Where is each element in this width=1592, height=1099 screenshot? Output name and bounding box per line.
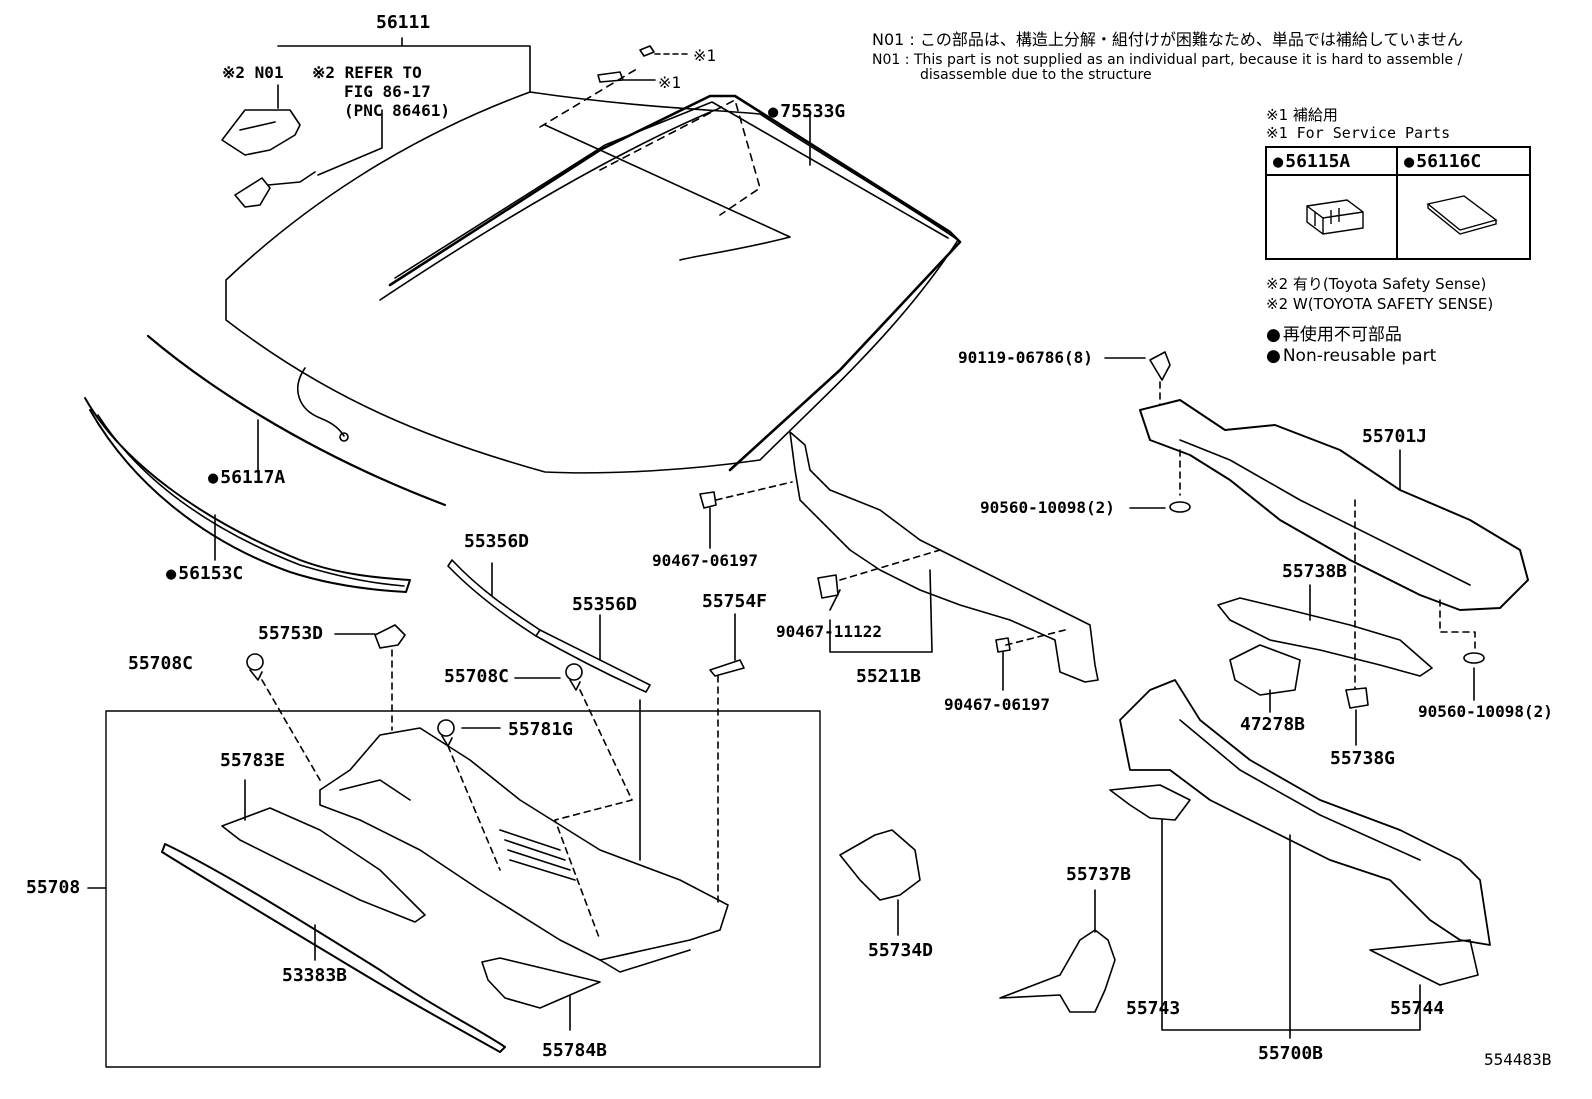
- label-55781g[interactable]: 55781G: [508, 719, 574, 740]
- bolt-90119: [1149, 351, 1171, 381]
- panel-55744: [1369, 939, 1479, 986]
- panel-55700b: [1119, 679, 1491, 946]
- windshield-dashed-area: [539, 66, 761, 216]
- cowl-louver: [319, 727, 729, 961]
- bracket-56111: [277, 37, 531, 93]
- label-55356d-a[interactable]: 55356D: [464, 531, 530, 552]
- camera-bracket: [234, 171, 316, 208]
- service-parts-table: 56115A 56116C: [1265, 146, 1531, 260]
- service-col-56115a[interactable]: 56115A: [1267, 148, 1398, 176]
- label-55708[interactable]: 55708: [26, 877, 81, 898]
- label-star1-a: ※1: [693, 46, 717, 65]
- bolt-55781g: [437, 719, 455, 737]
- windshield-glass: [225, 91, 959, 474]
- molding-75533g-inner: [394, 101, 949, 279]
- washer-90560-a: [1169, 501, 1191, 513]
- assembly-box-55708: [105, 710, 821, 1068]
- panel-55784b: [481, 957, 601, 1009]
- service-col-56116c[interactable]: 56116C: [1398, 148, 1529, 176]
- seal-53383b: [161, 843, 506, 1053]
- panel-55737b: [999, 929, 1116, 1013]
- note-n01-en-1: N01 : This part is not supplied as an in…: [872, 52, 1463, 68]
- label-56117a[interactable]: 56117A: [208, 467, 285, 488]
- clip-90467-06197-a: [699, 491, 717, 509]
- label-90467-11122[interactable]: 90467-11122: [776, 622, 882, 641]
- note-star1-en: ※1 For Service Parts: [1266, 124, 1451, 142]
- duct-55734d: [839, 829, 921, 901]
- molding-56153c-inner: [97, 414, 405, 587]
- note-star2-jp: ※2 有り(Toyota Safety Sense): [1266, 275, 1487, 293]
- label-55734d[interactable]: 55734D: [868, 940, 934, 961]
- strip-55356d-a: [447, 559, 541, 637]
- clip-90467-06197-b: [995, 637, 1011, 653]
- label-55211b[interactable]: 55211B: [856, 666, 922, 687]
- panel-55701j: [1139, 399, 1529, 611]
- panel-55783e: [221, 807, 426, 923]
- bracket-55211b: [789, 431, 1099, 683]
- strip-55356d-b: [535, 629, 651, 693]
- label-55708c-b[interactable]: 55708C: [444, 666, 510, 687]
- molding-75533g: [388, 94, 962, 472]
- molding-56153c: [84, 397, 411, 593]
- label-90560-a[interactable]: 90560-10098(2): [980, 498, 1115, 517]
- label-53383b[interactable]: 53383B: [282, 965, 348, 986]
- figure-id: 554483B: [1484, 1050, 1552, 1069]
- label-55744[interactable]: 55744: [1390, 998, 1445, 1019]
- label-55701j[interactable]: 55701J: [1362, 426, 1428, 447]
- label-star1-b: ※1: [658, 73, 682, 92]
- bracket-47278b: [1229, 644, 1301, 696]
- clip-90467-11122: [817, 574, 839, 599]
- leader-refer: [317, 109, 383, 176]
- service-img-56116c: [1398, 176, 1529, 258]
- label-56153c[interactable]: 56153C: [166, 563, 243, 584]
- note-n01-en-2: disassemble due to the structure: [920, 67, 1152, 83]
- bolt-55708c-b: [565, 663, 583, 681]
- clip-55753d: [374, 624, 406, 649]
- service-tag-1: [639, 45, 655, 57]
- label-55356d-b[interactable]: 55356D: [572, 594, 638, 615]
- clip-55754f: [709, 659, 745, 677]
- label-90467-06197-a[interactable]: 90467-06197: [652, 551, 758, 570]
- service-img-56115a: [1267, 176, 1398, 258]
- label-55783e[interactable]: 55783E: [220, 750, 286, 771]
- label-55784b[interactable]: 55784B: [542, 1040, 608, 1061]
- panel-55738b: [1217, 597, 1433, 677]
- washer-90560-b: [1463, 652, 1485, 664]
- label-55738g[interactable]: 55738G: [1330, 748, 1396, 769]
- label-refer-2: FIG 86-17: [344, 82, 431, 101]
- label-refer-1: ※2 REFER TO: [312, 63, 422, 82]
- label-55754f[interactable]: 55754F: [702, 591, 768, 612]
- note-dot-jp: 再使用不可部品: [1266, 320, 1402, 345]
- label-55743[interactable]: 55743: [1126, 998, 1181, 1019]
- label-refer-3: (PNC 86461): [344, 101, 450, 120]
- label-55738b[interactable]: 55738B: [1282, 561, 1348, 582]
- bracket-n01: [221, 109, 301, 156]
- label-n01[interactable]: ※2 N01: [222, 63, 284, 82]
- cable-connector: [339, 432, 349, 442]
- panel-55743: [1109, 784, 1191, 821]
- bolt-55708c-a: [246, 653, 264, 671]
- label-56111[interactable]: 56111: [376, 12, 431, 33]
- label-90119[interactable]: 90119-06786(8): [958, 348, 1093, 367]
- label-47278b[interactable]: 47278B: [1240, 714, 1306, 735]
- label-55753d[interactable]: 55753D: [258, 623, 324, 644]
- label-90467-06197-b[interactable]: 90467-06197: [944, 695, 1050, 714]
- label-90560-b[interactable]: 90560-10098(2): [1418, 702, 1553, 721]
- service-tag-2: [597, 71, 624, 83]
- note-star1-jp: ※1 補給用: [1266, 106, 1338, 124]
- sensor-cable: [296, 367, 345, 437]
- note-n01-jp: N01 : この部品は、構造上分解・組付けが困難なため、単品では補給していません: [872, 30, 1463, 49]
- label-55700b[interactable]: 55700B: [1258, 1043, 1324, 1064]
- dam-56117a: [146, 334, 447, 507]
- windshield-inner-line: [379, 109, 716, 301]
- windshield-sensor-area: [544, 124, 791, 261]
- label-75533g[interactable]: 75533G: [768, 101, 845, 122]
- grommet-55738g: [1345, 687, 1369, 709]
- label-55737b[interactable]: 55737B: [1066, 864, 1132, 885]
- label-55708c-a[interactable]: 55708C: [128, 653, 194, 674]
- note-star2-en: ※2 W(TOYOTA SAFETY SENSE): [1266, 295, 1494, 313]
- note-dot-en: Non-reusable part: [1266, 346, 1436, 366]
